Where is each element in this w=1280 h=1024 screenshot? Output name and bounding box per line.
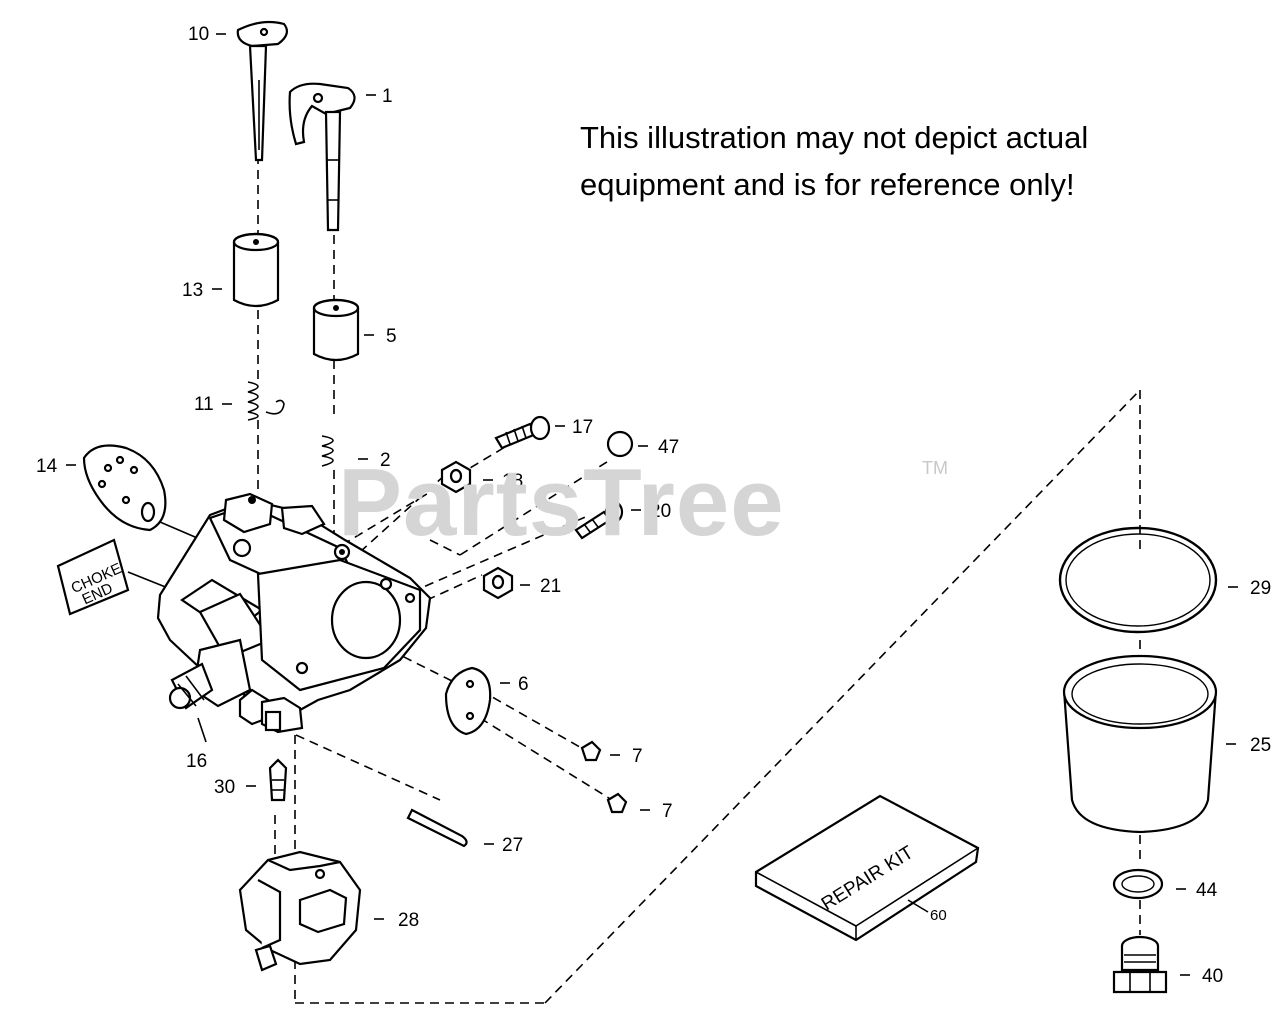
callout-2: 2 bbox=[380, 450, 391, 471]
repair-kit-part: REPAIR KIT bbox=[754, 794, 980, 942]
parts-tree-watermark: PartsTree bbox=[338, 449, 785, 556]
callout-5: 5 bbox=[386, 326, 397, 347]
disclaimer-line-1: This illustration may not depict actual bbox=[580, 120, 1089, 155]
trademark-symbol: TM bbox=[922, 458, 948, 478]
inlet-needle-part bbox=[268, 758, 288, 802]
callout-40: 40 bbox=[1202, 966, 1223, 987]
disclaimer-line-2: equipment and is for reference only! bbox=[580, 167, 1075, 202]
callout-13: 13 bbox=[182, 280, 203, 301]
callout-7a: 7 bbox=[632, 746, 643, 767]
disclaimer-note: This illustration may not depict actual … bbox=[580, 114, 1240, 208]
callout-30: 30 bbox=[214, 777, 235, 798]
callout-17: 17 bbox=[572, 417, 593, 438]
throttle-spring-part bbox=[247, 381, 285, 421]
callout-11: 11 bbox=[194, 394, 214, 415]
callout-60: 60 bbox=[930, 907, 947, 924]
float-bowl-part bbox=[1062, 654, 1218, 834]
needle-nut-part bbox=[482, 566, 514, 600]
throttle-shaft-seal-part bbox=[232, 232, 280, 308]
bowl-washer-part bbox=[1112, 868, 1164, 900]
callout-47: 47 bbox=[658, 437, 679, 458]
callout-6: 6 bbox=[518, 674, 529, 695]
float-pin-part bbox=[406, 808, 468, 848]
choke-end-tag: CHOKE END bbox=[56, 538, 130, 616]
throttle-plate-part bbox=[444, 666, 492, 736]
ball-part bbox=[606, 430, 634, 458]
nut-part bbox=[440, 460, 472, 494]
callout-leaders bbox=[66, 33, 1238, 976]
callout-20: 20 bbox=[650, 501, 671, 522]
choke-shaft-seal-part bbox=[312, 298, 360, 362]
gasket-part bbox=[82, 444, 167, 532]
callout-16: 16 bbox=[186, 751, 207, 772]
callout-14: 14 bbox=[36, 456, 58, 477]
callout-27: 27 bbox=[502, 835, 523, 856]
choke-spring-part bbox=[321, 435, 334, 467]
callout-18: 18 bbox=[502, 471, 523, 492]
callout-25: 25 bbox=[1250, 735, 1271, 756]
callout-10: 10 bbox=[188, 24, 209, 45]
callout-21: 21 bbox=[540, 576, 561, 597]
bowl-gasket-part bbox=[1058, 526, 1218, 634]
choke-shaft-part bbox=[288, 82, 356, 232]
callout-29: 29 bbox=[1250, 578, 1271, 599]
needle-valve-part bbox=[574, 500, 624, 540]
float-part bbox=[238, 850, 362, 972]
callout-7b: 7 bbox=[662, 801, 673, 822]
callout-28: 28 bbox=[398, 910, 419, 931]
callout-labels: 10 1 13 5 11 14 2 17 47 18 20 21 6 16 30… bbox=[36, 24, 1271, 987]
plate-screw-part bbox=[580, 740, 628, 814]
screw-part bbox=[494, 415, 551, 450]
carburetor-body-part bbox=[156, 492, 432, 734]
callout-44: 44 bbox=[1196, 880, 1218, 901]
throttle-shaft-part bbox=[236, 20, 288, 162]
callout-1: 1 bbox=[382, 86, 393, 107]
bowl-bolt-part bbox=[1112, 935, 1168, 994]
